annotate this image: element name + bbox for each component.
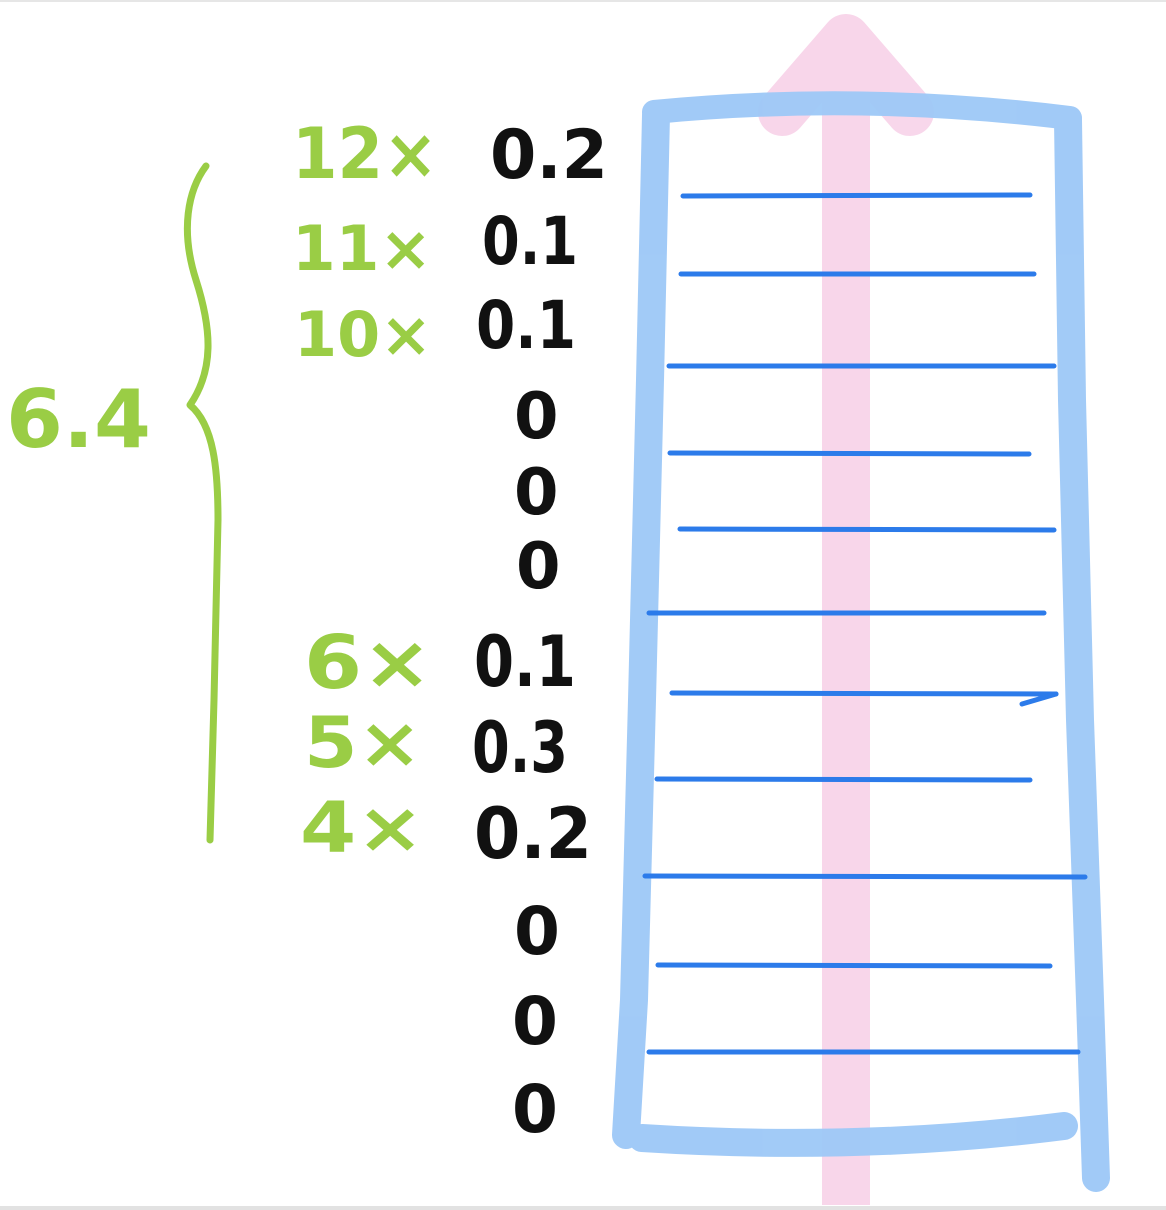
rung: [677, 526, 1057, 533]
rung: [1019, 691, 1059, 707]
probability-label: 0: [514, 893, 560, 970]
bottom-border: [0, 1206, 1166, 1210]
probability-label: 0: [514, 456, 559, 530]
ladder-top-rail: [642, 91, 1082, 130]
probability-label: 0.2: [474, 793, 592, 875]
rung: [669, 690, 1059, 697]
ladder-rungs: [642, 192, 1088, 1055]
multiplier-label: 6×: [304, 620, 432, 706]
probability-label: 0.1: [482, 203, 578, 280]
ladder: [612, 91, 1110, 1192]
probability-label: 0.1: [474, 621, 576, 703]
ladder-bottom-rail: [628, 1112, 1078, 1157]
ladder-left-rail: [612, 101, 670, 1149]
curly-brace: [183, 162, 222, 844]
multiplier-label: 10×: [294, 298, 432, 371]
total-label: 6.4: [6, 373, 151, 466]
probability-label: 0.2: [490, 116, 608, 195]
rung: [654, 776, 1033, 783]
multiplier-label: 5×: [304, 702, 422, 784]
up-arrow: [758, 14, 934, 1205]
rung: [667, 450, 1032, 457]
probability-label: 0: [512, 983, 558, 1060]
multiplier-label: 11×: [292, 212, 432, 285]
multiplier-label: 4×: [300, 787, 424, 869]
probability-labels: 0.2 0.1 0.1 0 0 0 0.1 0.3 0.2 0 0 0: [472, 116, 608, 1148]
probability-label: 0: [514, 380, 559, 454]
probability-label: 0.3: [472, 707, 568, 789]
rung: [655, 962, 1053, 969]
rung: [642, 873, 1088, 880]
rung: [680, 192, 1033, 199]
multiplier-label: 12×: [292, 113, 438, 195]
probability-label: 0: [516, 530, 561, 604]
probability-label: 0: [512, 1071, 558, 1148]
ladder-right-rail: [1054, 106, 1110, 1192]
top-border: [0, 0, 1166, 2]
probability-label: 0.1: [476, 287, 576, 364]
multiplier-labels: 12× 11× 10× 6× 5× 4×: [292, 113, 438, 869]
